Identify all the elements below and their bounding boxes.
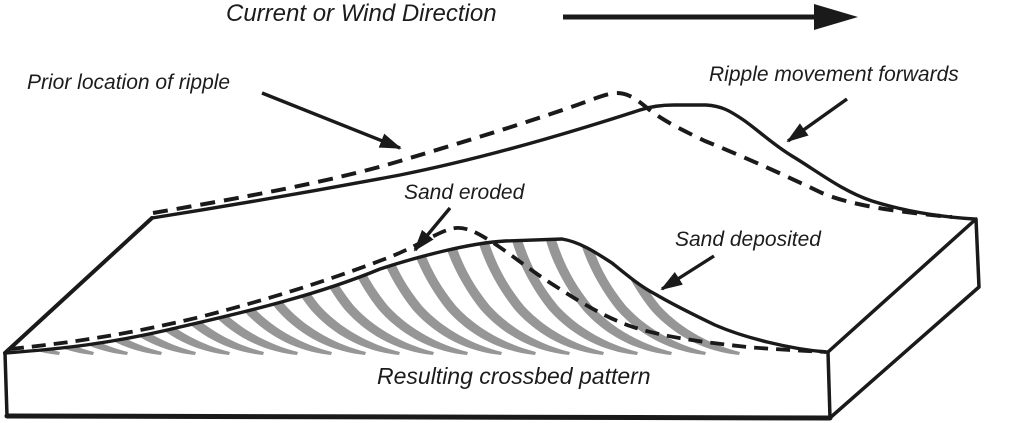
sand-eroded-leader-arrow (413, 206, 452, 252)
ripple-movement-label: Ripple movement forwards (709, 63, 959, 86)
current-ripple-profile-line (150, 103, 976, 221)
prior-ripple-profile-dashed-line (152, 90, 953, 219)
crossbed-stripes (5, 239, 740, 355)
block-right-face-edges (826, 217, 981, 419)
block-left-slant-edge (3, 216, 154, 355)
sand-eroded-label: Sand eroded (404, 181, 525, 204)
sand-deposited-leader-arrow (660, 254, 715, 291)
crossbed-pattern-label: Resulting crossbed pattern (377, 363, 651, 389)
current-surface-line (3, 237, 828, 355)
block-front-bottom-edge (4, 413, 833, 421)
direction-arrow-icon (563, 4, 858, 30)
prior-surface-dashed-line (9, 226, 827, 354)
ripple-movement-leader-arrow (786, 97, 848, 143)
sand-deposited-label: Sand deposited (675, 228, 821, 251)
prior-location-leader-arrow (261, 91, 402, 150)
prior-location-label: Prior location of ripple (27, 71, 231, 94)
block-front-left-edge (3, 351, 9, 418)
block-front-right-edge (826, 350, 832, 420)
diagram-title: Current or Wind Direction (226, 0, 497, 27)
